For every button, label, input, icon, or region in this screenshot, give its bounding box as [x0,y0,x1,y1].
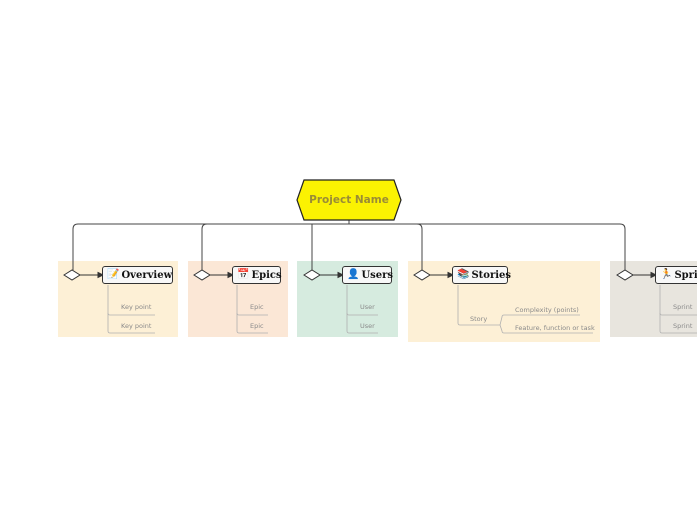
leaf-story[interactable]: Story [470,315,488,323]
topic-sprints[interactable]: 🏃 Sprints [655,266,697,284]
diamond-connector-sprints [616,269,634,281]
diamond-connector-users [303,269,321,281]
leaf-feature[interactable]: Feature, function or task [515,324,595,332]
books-icon: 📚 [457,269,470,280]
leaf-key-point[interactable]: Key point [121,303,152,311]
arrowhead-icon [337,271,345,279]
diamond-connector-overview [63,269,81,281]
arrowhead-icon [650,271,658,279]
topic-title: Epics [251,269,282,281]
topic-title: Overview [121,269,173,281]
topic-title: Stories [471,269,512,281]
connector-overview [72,223,349,270]
topic-overview[interactable]: 📝 Overview [102,266,173,284]
topic-users[interactable]: 👤 Users [342,266,394,284]
leaf-sprint[interactable]: Sprint [673,322,693,330]
leaf-key-point[interactable]: Key point [121,322,152,330]
leaf-epic[interactable]: Epic [250,303,264,311]
connector-sprints [349,223,626,270]
calendar-icon: 📅 [237,269,250,280]
arrowhead-icon [227,271,235,279]
leaf-epic[interactable]: Epic [250,322,264,330]
arrowhead-icon [447,271,455,279]
user-icon: 👤 [347,269,360,280]
topic-stories[interactable]: 📚 Stories [452,266,512,284]
leaf-user[interactable]: User [360,303,375,311]
diamond-connector-stories [413,269,431,281]
topic-epics[interactable]: 📅 Epics [232,266,282,284]
connector-stories [349,223,423,270]
topic-title: Users [361,269,394,281]
topic-title: Sprints [674,269,697,281]
leaf-user[interactable]: User [360,322,375,330]
connector-epics [201,223,349,270]
root-hexagon [296,179,402,221]
runner-icon: 🏃 [660,269,673,280]
leaf-sprint[interactable]: Sprint [673,303,693,311]
root-topic[interactable]: Project Name [297,180,401,220]
diamond-connector-epics [193,269,211,281]
memo-icon: 📝 [107,269,120,280]
leaf-complexity[interactable]: Complexity (points) [515,306,579,314]
arrowhead-icon [97,271,105,279]
root-title: Project Name [309,194,389,206]
